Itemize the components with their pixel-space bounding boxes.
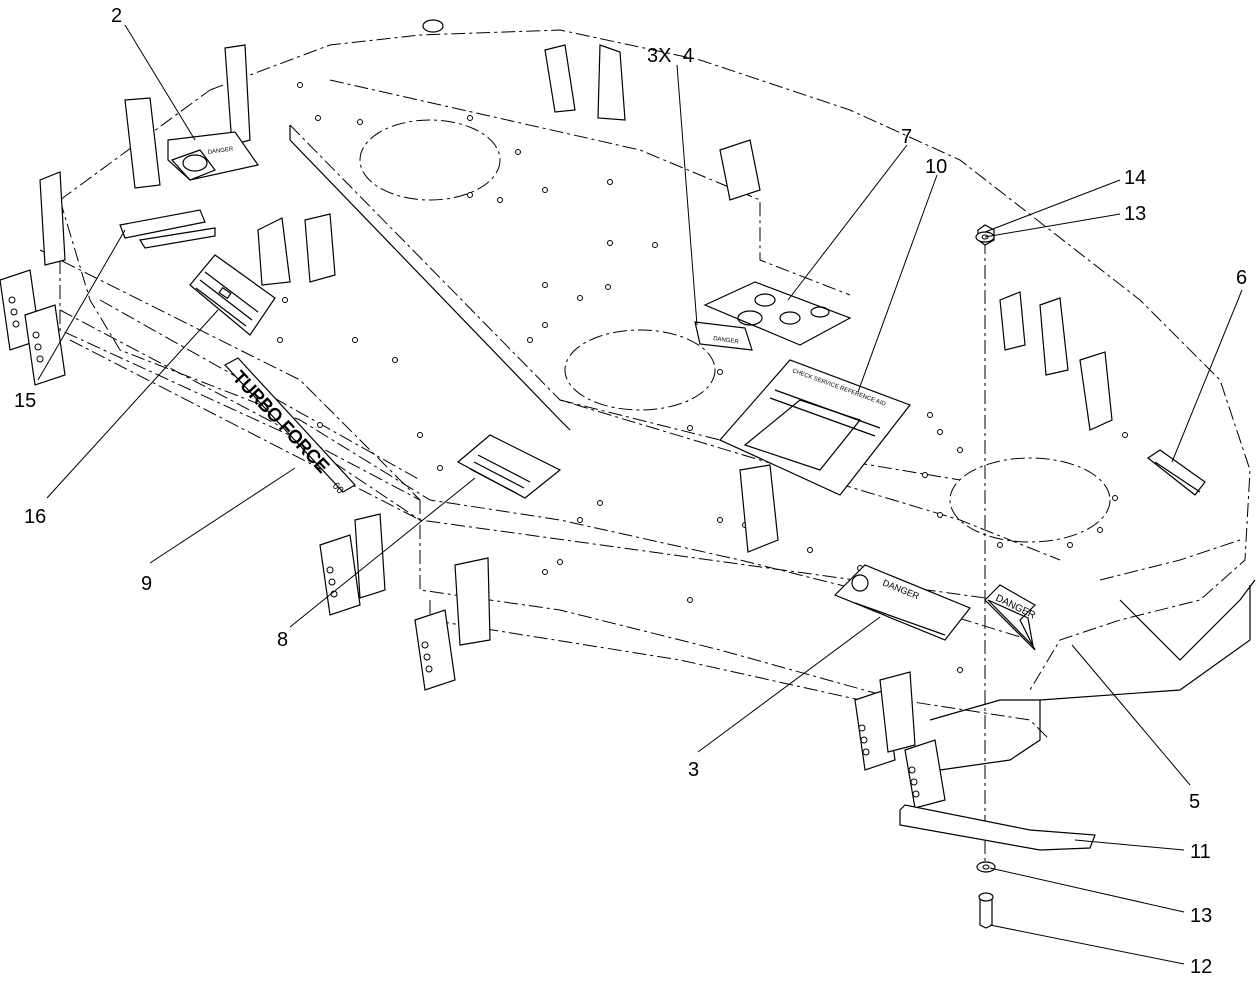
callout-9: 9: [141, 573, 152, 595]
decal-8-instruction: [456, 434, 562, 499]
callout-3: 3: [688, 759, 699, 781]
callout-11: 11: [1190, 841, 1211, 863]
decal-6-warning: [1146, 449, 1206, 496]
callout-8: 8: [277, 629, 288, 651]
baffle-11: [899, 804, 1096, 851]
callout-2: 2: [111, 5, 122, 27]
blade-openings: [359, 119, 1111, 543]
decal-2-text: DANGER: [207, 146, 234, 156]
callout-16: 16: [24, 506, 46, 528]
decal-2-danger: DANGER: [167, 131, 260, 181]
decal-9-turbo-force: TURBO FORCE 60: [224, 357, 356, 497]
callout-6: 6: [1236, 267, 1247, 289]
leader-lines: [37, 24, 1243, 965]
callout-3x4: 3X 4: [647, 45, 694, 67]
decal-7-belt-routing: [703, 281, 852, 346]
decal-15-height-gauge: [119, 209, 216, 249]
callout-13-top: 13: [1124, 203, 1146, 225]
hardware-stack: [899, 224, 1096, 929]
mounting-holes: [277, 82, 1128, 673]
turbo-force-text: TURBO FORCE: [229, 367, 333, 476]
decal-3-danger: DANGER: [833, 564, 971, 641]
callout-15: 15: [14, 390, 36, 412]
decal-4-text: DANGER: [713, 336, 740, 346]
brackets: [0, 19, 1113, 809]
decal-4-danger: DANGER: [694, 321, 753, 351]
bolt-12: [979, 896, 993, 929]
callout-12: 12: [1190, 956, 1212, 978]
callout-13-bottom: 13: [1190, 905, 1212, 927]
callout-5: 5: [1189, 791, 1200, 813]
callouts: 2 3X 4 7 10 14 13 6 15 16 9 8 3 5 11 13 …: [14, 5, 1247, 978]
callout-14: 14: [1124, 167, 1146, 189]
callout-10: 10: [925, 156, 947, 178]
decal-5-danger: DANGER: [984, 584, 1037, 651]
decal-16-instruction: [189, 254, 276, 336]
callout-7: 7: [901, 126, 912, 148]
